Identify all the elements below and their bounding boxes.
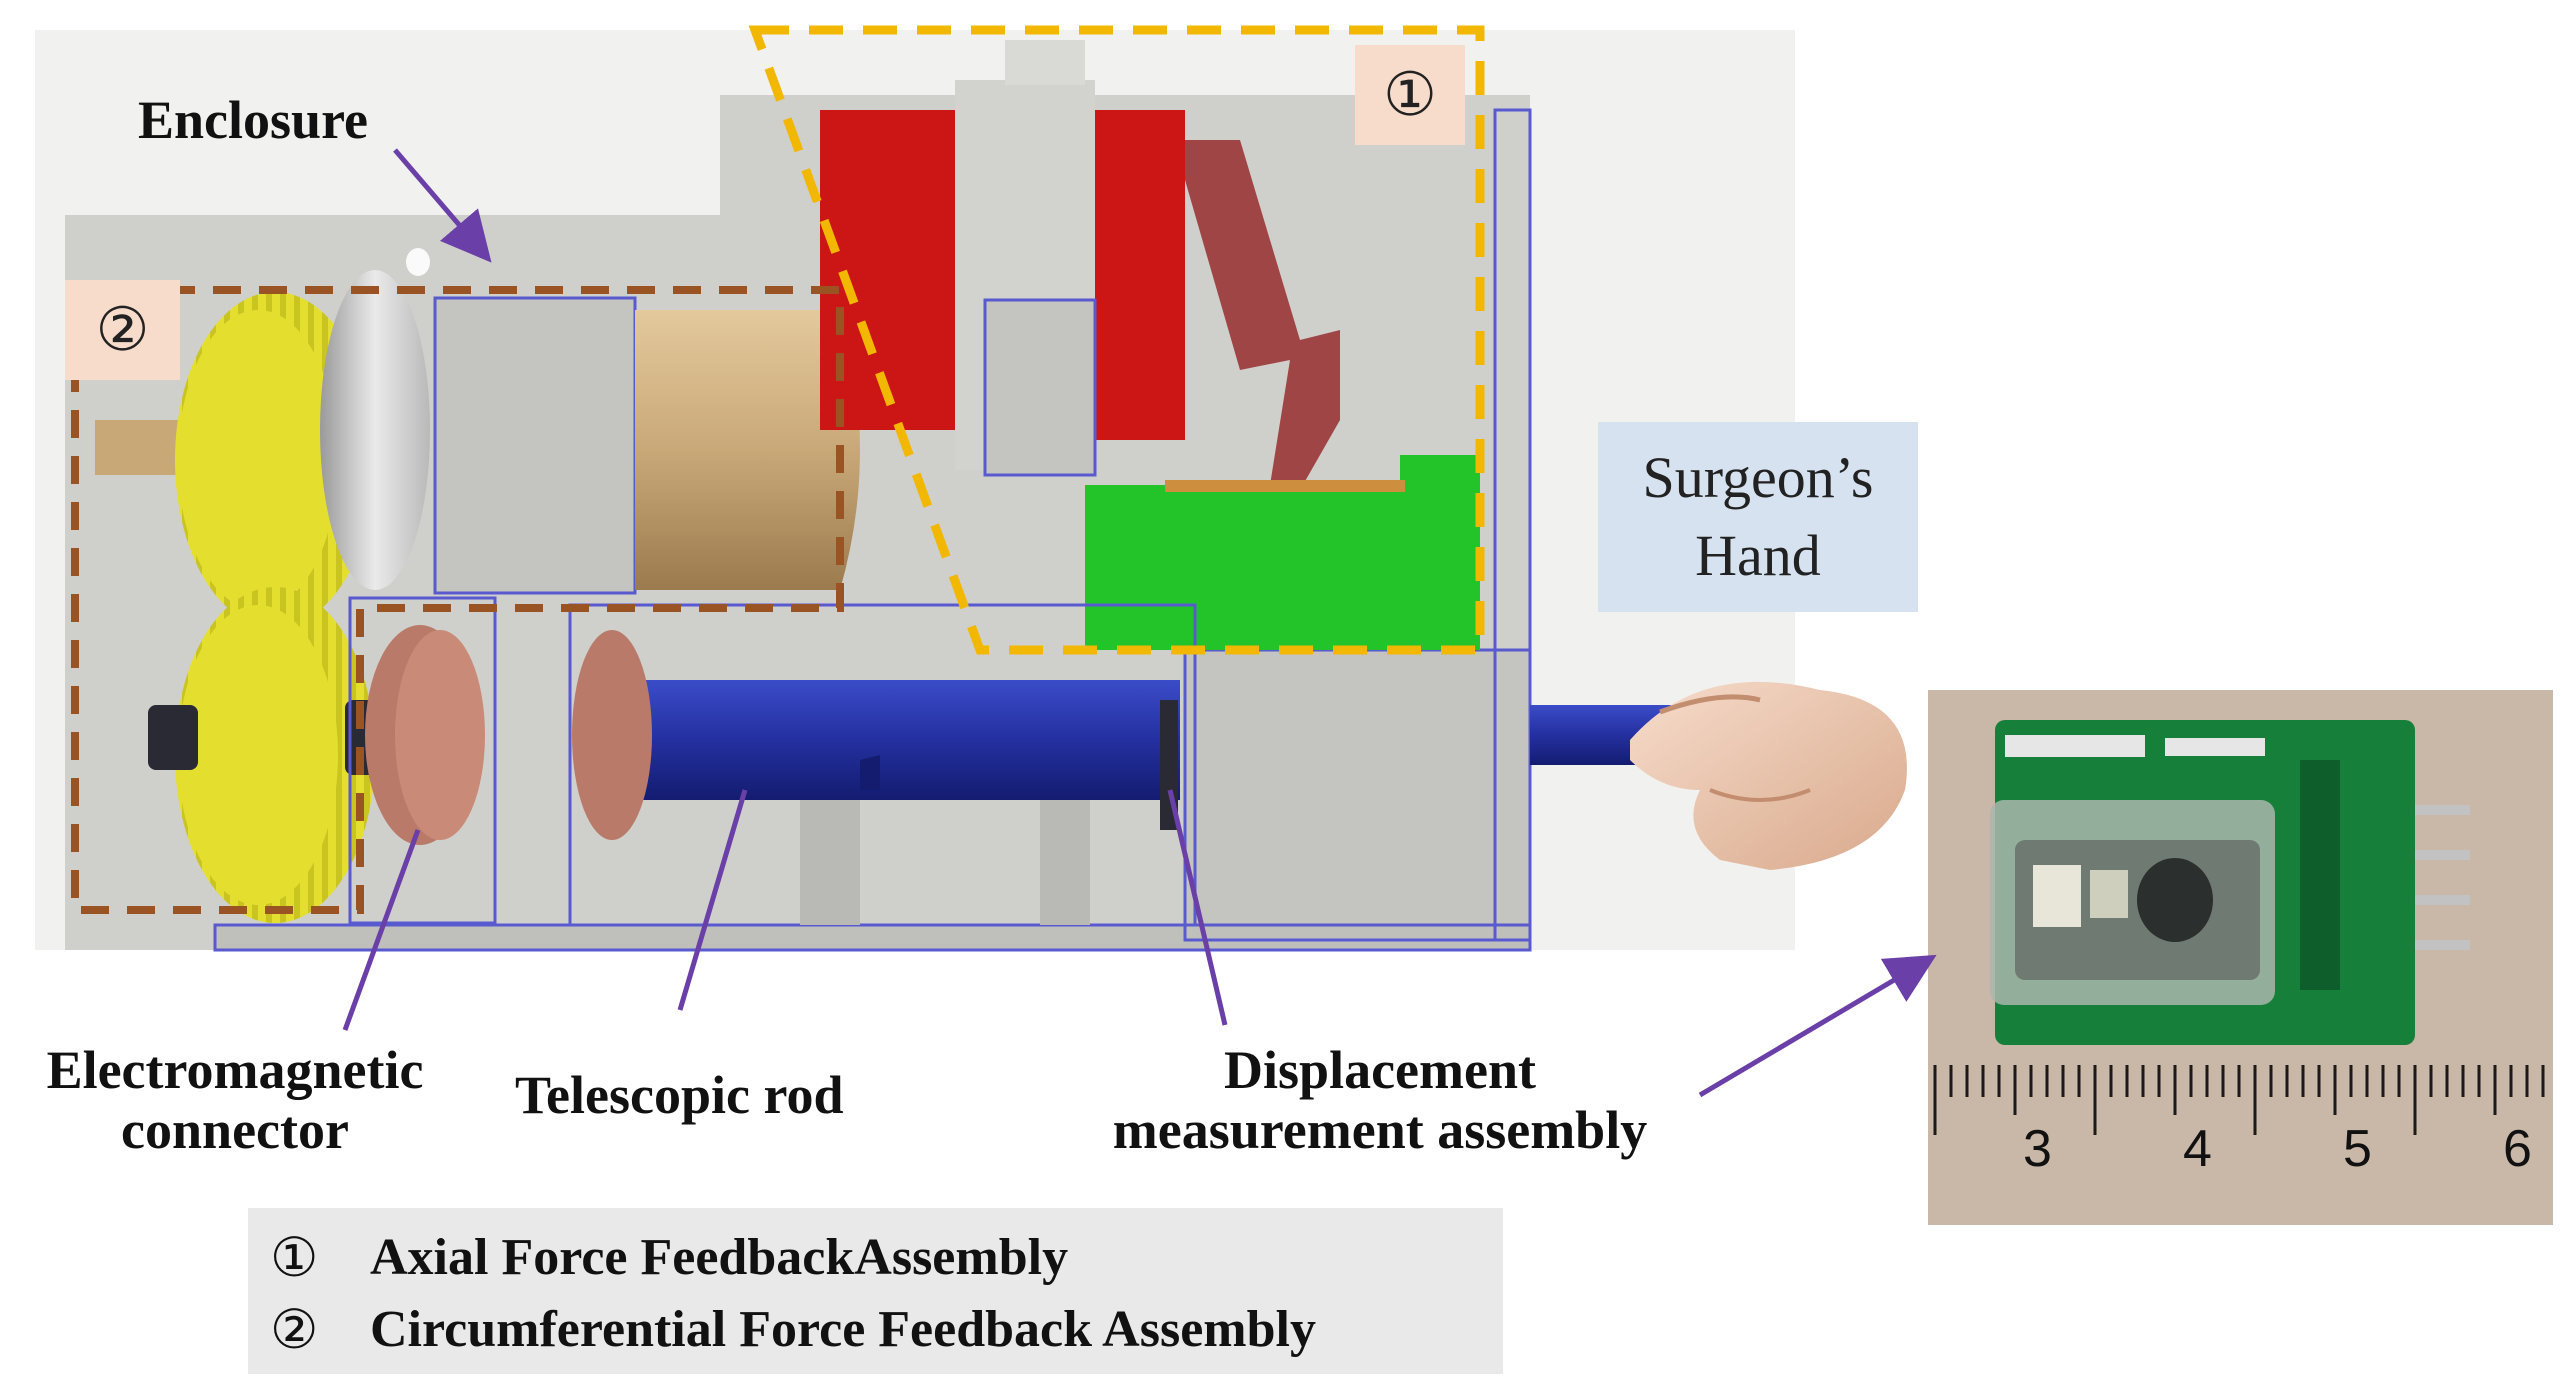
arrow-displacement <box>1167 789 1228 1026</box>
legend-number-axial: ① <box>270 1226 319 1289</box>
ruler-number: 6 <box>2503 1120 2532 1178</box>
label-electromagnetic-connector: Electromagnetic connector <box>25 1040 445 1161</box>
ruler-number: 5 <box>2343 1120 2372 1178</box>
label-displacement-assembly: Displacement measurement assembly <box>1080 1040 1680 1161</box>
legend-row-circumferential: ② Circumferential Force Feedback Assembl… <box>270 1298 1316 1361</box>
label-electromagnetic-line2: connector <box>121 1100 349 1161</box>
motor-part <box>320 270 860 595</box>
ruler-number: 3 <box>2023 1120 2052 1178</box>
electromagnetic-connector-part <box>348 596 497 925</box>
label-electromagnetic-line1: Electromagnetic <box>46 1040 424 1100</box>
legend-text-circumferential: Circumferential Force Feedback Assembly <box>370 1301 1316 1358</box>
axial-assembly-boundary <box>748 25 1485 655</box>
legend-text-axial: Axial Force FeedbackAssembly <box>370 1229 1069 1286</box>
label-surgeons-hand-line2: Hand <box>1695 523 1821 588</box>
sensor-photo <box>1928 690 2553 1225</box>
arrow-to-sensor-photo <box>1698 954 1937 1098</box>
arrow-electromagnetic-connector <box>342 829 421 1031</box>
arrow-telescopic-rod <box>677 789 748 1011</box>
label-telescopic-rod: Telescopic rod <box>515 1065 844 1125</box>
ruler-ticks <box>1933 1065 2545 1135</box>
legend-number-circumferential: ② <box>270 1298 319 1361</box>
label-surgeons-hand-line1: Surgeon’s <box>1642 444 1874 510</box>
legend-box: ① Axial Force FeedbackAssembly ② Circumf… <box>248 1208 1503 1374</box>
label-displacement-line2: measurement assembly <box>1112 1100 1648 1161</box>
label-enclosure: Enclosure <box>138 90 369 150</box>
ruler-number: 4 <box>2183 1120 2212 1178</box>
legend-row-axial: ① Axial Force FeedbackAssembly <box>270 1226 1068 1289</box>
axial-assembly-parts <box>820 40 1480 650</box>
label-displacement-line1: Displacement <box>1224 1040 1536 1100</box>
arrow-enclosure <box>393 148 492 263</box>
label-surgeons-hand: Surgeon’s Hand <box>1598 422 1918 612</box>
hand-image <box>1630 681 1907 870</box>
marker-axial: ① <box>1355 45 1465 145</box>
marker-circumferential: ② <box>65 280 180 380</box>
